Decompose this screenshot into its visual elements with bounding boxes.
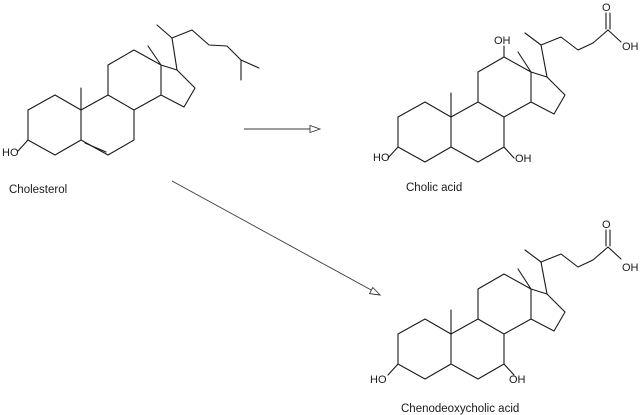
hydroxyl-7-label: OH [515, 153, 532, 165]
acid-hydroxyl-label: OH [622, 41, 639, 53]
carbonyl-oxygen-label: O [602, 2, 611, 14]
hydroxyl-3-label: HO [370, 374, 387, 386]
hydroxyl-7-label: OH [509, 374, 526, 386]
hydroxyl-label: HO [2, 147, 19, 159]
cholic-acid-structure: O OH OH OH HO [373, 2, 639, 165]
hydroxyl-3-label: HO [373, 152, 390, 164]
hydroxyl-12-label: OH [494, 35, 511, 47]
cholesterol-structure: HO [2, 24, 260, 159]
acid-hydroxyl-label: OH [622, 262, 639, 274]
molecule-name-chenodeoxycholic-acid: Chenodeoxycholic acid [401, 403, 519, 415]
molecule-name-cholic-acid: Cholic acid [406, 182, 462, 194]
reaction-arrow-to-cholic-acid [244, 124, 322, 134]
chenodeoxycholic-acid-structure: O OH OH HO [370, 219, 639, 386]
carbonyl-oxygen-label: O [602, 219, 611, 231]
reaction-arrow-to-chenodeoxycholic-acid [171, 180, 382, 296]
molecule-name-cholesterol: Cholesterol [9, 184, 67, 196]
